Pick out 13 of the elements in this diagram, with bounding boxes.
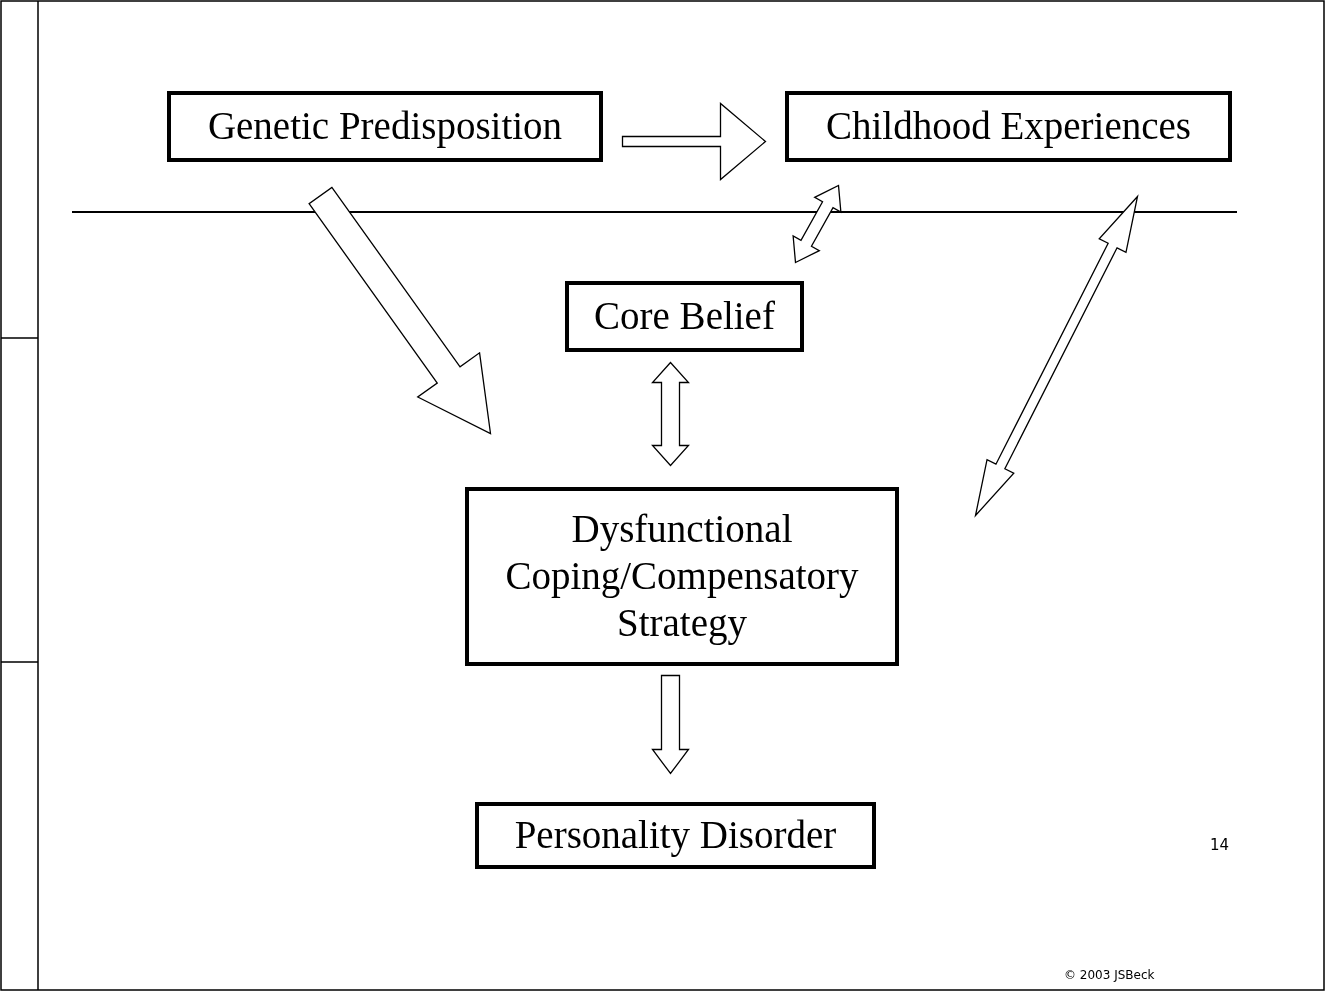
page-number: 14 <box>1210 836 1230 854</box>
concept-box: Core Belief <box>565 281 804 352</box>
concept-box: Personality Disorder <box>475 802 876 869</box>
block-arrow <box>621 102 767 181</box>
double-block-arrow <box>651 361 690 467</box>
block-arrow <box>651 674 690 775</box>
copyright-note: © 2003 JSBeck <box>1064 968 1155 982</box>
concept-box: Genetic Predisposition <box>167 91 603 162</box>
concept-box: Childhood Experiences <box>785 91 1232 162</box>
double-block-arrow <box>974 194 1139 518</box>
block-arrow <box>308 186 492 435</box>
concept-box: Dysfunctional Coping/Compensatory Strategy <box>465 487 899 666</box>
double-block-arrow <box>792 184 842 264</box>
